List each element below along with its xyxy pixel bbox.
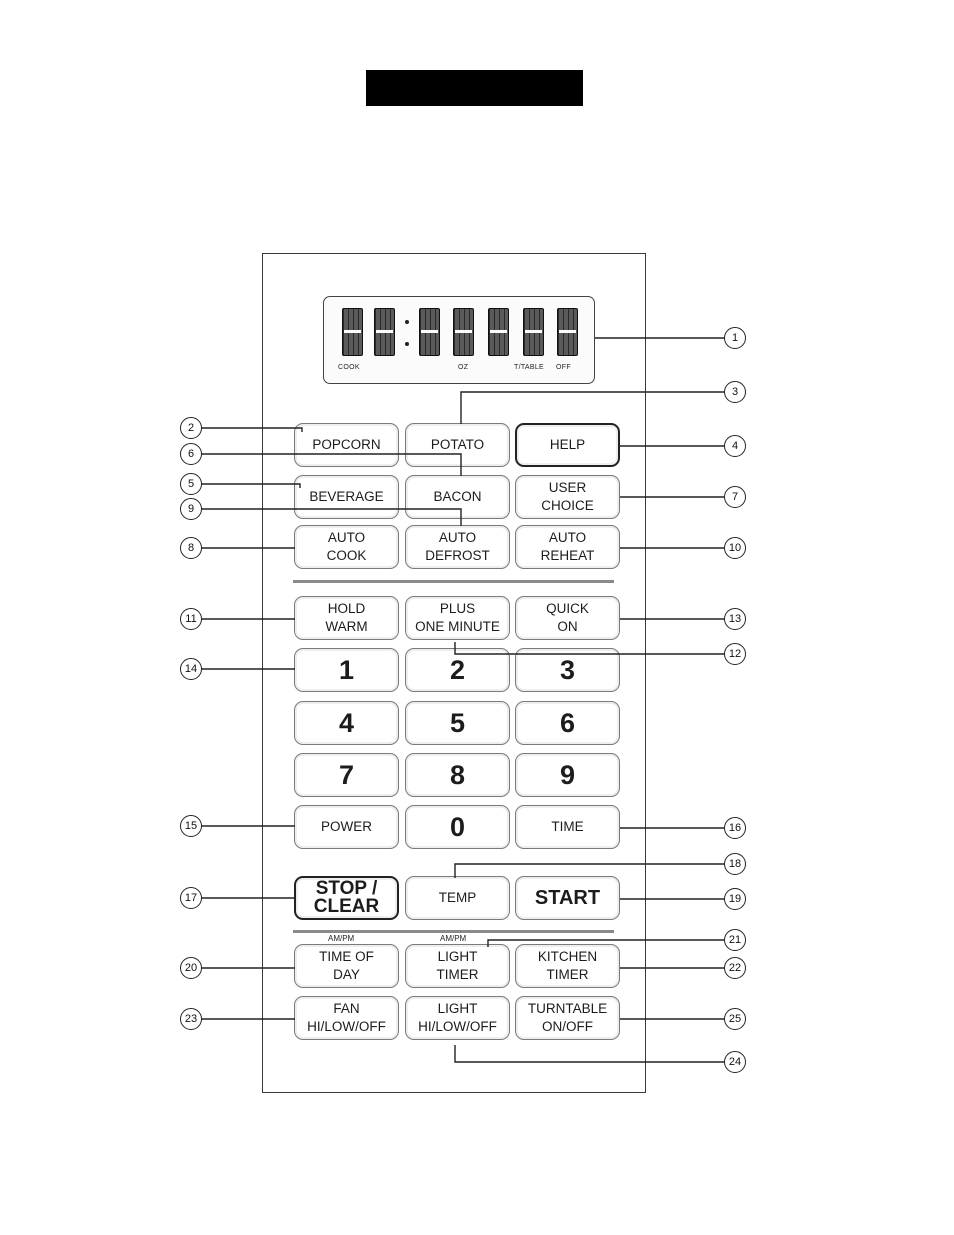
callout-23: 23 [180, 1008, 202, 1030]
num-5-button[interactable]: 5 [405, 701, 510, 745]
num-0-button[interactable]: 0 [405, 805, 510, 849]
callout-6: 6 [180, 443, 202, 465]
callout-19: 19 [724, 888, 746, 910]
callout-5: 5 [180, 473, 202, 495]
potato-button[interactable]: POTATO [405, 423, 510, 467]
kitchen-timer-button[interactable]: KITCHEN TIMER [515, 944, 620, 988]
display-digit [374, 308, 395, 356]
separator-line [293, 930, 614, 933]
callout-4: 4 [724, 435, 746, 457]
display-digit [488, 308, 509, 356]
callout-15: 15 [180, 815, 202, 837]
callout-13: 13 [724, 608, 746, 630]
popcorn-button[interactable]: POPCORN [294, 423, 399, 467]
callout-14: 14 [180, 658, 202, 680]
temp-button[interactable]: TEMP [405, 876, 510, 920]
callout-3: 3 [724, 381, 746, 403]
callout-7: 7 [724, 486, 746, 508]
bacon-button[interactable]: BACON [405, 475, 510, 519]
indicator-oz: OZ [458, 364, 469, 371]
callout-16: 16 [724, 817, 746, 839]
ampm-tag: AM/PM [328, 934, 355, 943]
display-digit [523, 308, 544, 356]
callout-10: 10 [724, 537, 746, 559]
auto-defrost-button[interactable]: AUTO DEFROST [405, 525, 510, 569]
time-of-day-button[interactable]: TIME OF DAY [294, 944, 399, 988]
num-8-button[interactable]: 8 [405, 753, 510, 797]
power-button[interactable]: POWER [294, 805, 399, 849]
turntable-button[interactable]: TURNTABLE ON/OFF [515, 996, 620, 1040]
light-button[interactable]: LIGHT HI/LOW/OFF [405, 996, 510, 1040]
user-choice-button[interactable]: USER CHOICE [515, 475, 620, 519]
help-button[interactable]: HELP [515, 423, 620, 467]
display-window: COOK OZ T/TABLE OFF [323, 296, 595, 384]
fan-button[interactable]: FAN HI/LOW/OFF [294, 996, 399, 1040]
quick-on-button[interactable]: QUICK ON [515, 596, 620, 640]
indicator-off: OFF [556, 364, 571, 371]
callout-24: 24 [724, 1051, 746, 1073]
callout-18: 18 [724, 853, 746, 875]
display-digit [453, 308, 474, 356]
num-6-button[interactable]: 6 [515, 701, 620, 745]
stop-clear-button[interactable]: STOP / CLEAR [294, 876, 399, 920]
auto-cook-button[interactable]: AUTO COOK [294, 525, 399, 569]
num-4-button[interactable]: 4 [294, 701, 399, 745]
callout-20: 20 [180, 957, 202, 979]
start-button[interactable]: START [515, 876, 620, 920]
indicator-ttable: T/TABLE [514, 364, 544, 371]
callout-25: 25 [724, 1008, 746, 1030]
indicator-cook: COOK [338, 364, 360, 371]
display-digit [557, 308, 578, 356]
num-9-button[interactable]: 9 [515, 753, 620, 797]
auto-reheat-button[interactable]: AUTO REHEAT [515, 525, 620, 569]
callout-12: 12 [724, 643, 746, 665]
num-3-button[interactable]: 3 [515, 648, 620, 692]
display-digit [342, 308, 363, 356]
separator-line [293, 580, 614, 583]
num-2-button[interactable]: 2 [405, 648, 510, 692]
title-bar [366, 70, 583, 106]
display-digit [419, 308, 440, 356]
callout-8: 8 [180, 537, 202, 559]
callout-11: 11 [180, 608, 202, 630]
callout-2: 2 [180, 417, 202, 439]
num-7-button[interactable]: 7 [294, 753, 399, 797]
num-1-button[interactable]: 1 [294, 648, 399, 692]
callout-9: 9 [180, 498, 202, 520]
time-button[interactable]: TIME [515, 805, 620, 849]
display-colon [405, 320, 409, 324]
beverage-button[interactable]: BEVERAGE [294, 475, 399, 519]
plus-one-minute-button[interactable]: PLUS ONE MINUTE [405, 596, 510, 640]
display-colon [405, 342, 409, 346]
callout-1: 1 [724, 327, 746, 349]
ampm-tag: AM/PM [440, 934, 467, 943]
callout-17: 17 [180, 887, 202, 909]
light-timer-button[interactable]: LIGHT TIMER [405, 944, 510, 988]
hold-warm-button[interactable]: HOLD WARM [294, 596, 399, 640]
callout-22: 22 [724, 957, 746, 979]
callout-21: 21 [724, 929, 746, 951]
